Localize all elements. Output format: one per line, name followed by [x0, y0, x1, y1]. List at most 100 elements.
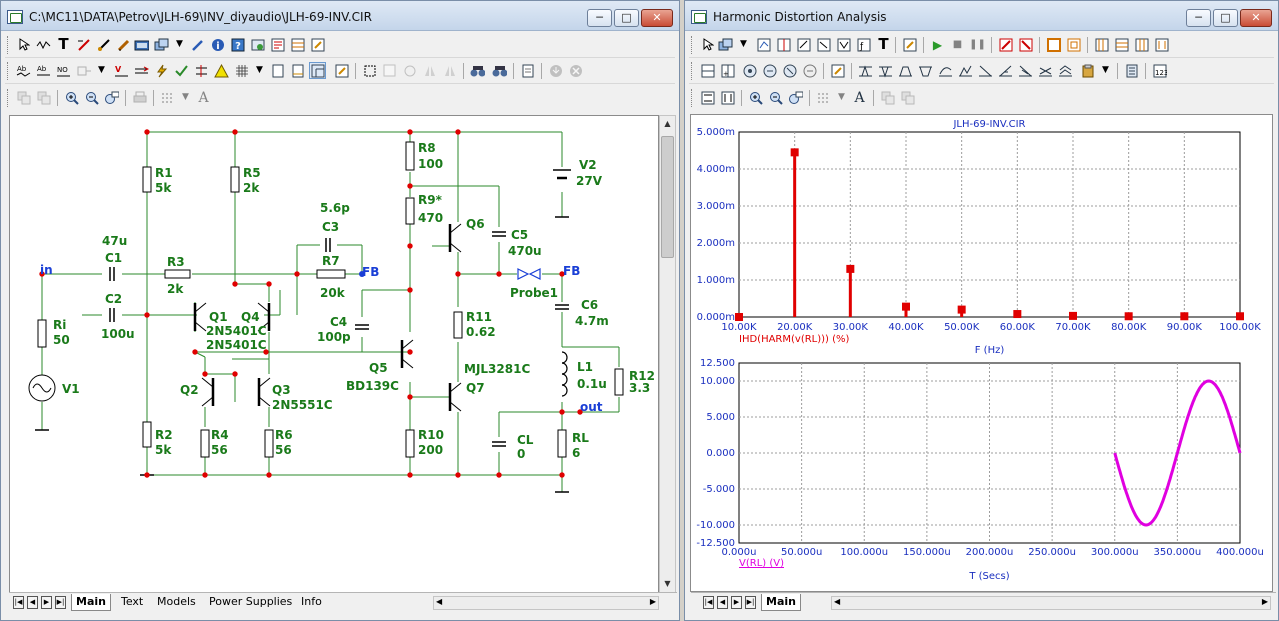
schematic-vertical-scrollbar[interactable]: ▲ ▼ — [659, 115, 676, 593]
point-tag-icon[interactable] — [795, 36, 812, 53]
grid-layout-icon[interactable] — [815, 89, 832, 106]
schematic-horizontal-scrollbar[interactable]: ◀ ▶ — [433, 596, 659, 610]
scale-icon[interactable] — [741, 62, 758, 79]
flip-icon[interactable] — [441, 62, 458, 79]
properties-icon[interactable] — [901, 36, 918, 53]
paste-icon[interactable] — [899, 89, 916, 106]
title-block-icon[interactable] — [309, 62, 326, 79]
minimize-button[interactable]: ─ — [587, 9, 612, 27]
numbers-icon[interactable]: 123 — [1151, 62, 1168, 79]
properties-icon[interactable] — [249, 36, 266, 53]
fit-width-icon[interactable] — [699, 89, 716, 106]
cursor-mode-icon[interactable] — [775, 36, 792, 53]
currents-icon[interactable] — [133, 62, 150, 79]
analysis-horizontal-scrollbar[interactable]: ◀ ▶ — [831, 596, 1271, 610]
dropdown-arrow-2-icon[interactable]: ▼ — [1102, 65, 1109, 75]
numeric-output-icon[interactable] — [1093, 36, 1110, 53]
scrollbar-thumb[interactable] — [661, 136, 674, 258]
dropdown-arrow-2-icon[interactable]: ▼ — [98, 65, 105, 75]
maximize-button[interactable]: □ — [614, 9, 639, 27]
grid-icon[interactable] — [233, 62, 250, 79]
page-icon[interactable] — [269, 62, 286, 79]
select-mode-icon[interactable] — [15, 36, 32, 53]
next-tab-button[interactable]: ▶ — [41, 596, 52, 609]
maximize-button[interactable]: □ — [1213, 9, 1238, 27]
global-low-icon[interactable] — [977, 62, 994, 79]
curve-icon[interactable] — [1057, 62, 1074, 79]
condition-icon[interactable] — [173, 62, 190, 79]
waveform-output-icon[interactable] — [1133, 36, 1150, 53]
node-voltages-icon[interactable]: V — [113, 62, 130, 79]
show-properties-icon[interactable] — [333, 62, 350, 79]
zoom-out-icon[interactable] — [83, 89, 100, 106]
dropdown-arrow-3-icon[interactable]: ▼ — [838, 92, 845, 102]
table-output-icon[interactable] — [1113, 36, 1130, 53]
cancel-simulation-icon[interactable] — [567, 62, 584, 79]
run-icon[interactable]: ▶ — [932, 37, 943, 52]
box-icon[interactable] — [381, 62, 398, 79]
dropdown-arrow-icon[interactable]: ▼ — [176, 39, 183, 49]
text-mode-icon[interactable]: T — [878, 35, 889, 53]
grid-text-icon[interactable] — [289, 36, 306, 53]
tab-main[interactable]: Main — [761, 594, 801, 611]
page-border-icon[interactable] — [289, 62, 306, 79]
zoom-out-icon[interactable] — [767, 89, 784, 106]
info-icon[interactable]: i — [209, 36, 226, 53]
paste-icon[interactable] — [35, 89, 52, 106]
tile-plots-icon[interactable]: + — [719, 62, 736, 79]
global-high-icon[interactable] — [957, 62, 974, 79]
rotate-icon[interactable] — [401, 62, 418, 79]
stop-icon[interactable]: ■ — [952, 38, 963, 50]
redraw-icon[interactable] — [519, 62, 536, 79]
zoom-fit-icon[interactable] — [103, 89, 120, 106]
prev-tab-button[interactable]: ◀ — [717, 596, 728, 609]
tab-models[interactable]: Models — [157, 595, 196, 608]
warning-icon[interactable] — [213, 62, 230, 79]
scale-mode-icon[interactable] — [755, 36, 772, 53]
fit-height-icon[interactable] — [719, 89, 736, 106]
find-next-icon[interactable] — [491, 62, 508, 79]
font-icon[interactable]: A — [198, 89, 209, 106]
minimize-button[interactable]: ─ — [1186, 9, 1211, 27]
tab-info[interactable]: Info — [301, 595, 322, 608]
vertical-tag-icon[interactable] — [835, 36, 852, 53]
tab-main[interactable]: Main — [71, 594, 111, 611]
horizontal-tag-icon[interactable] — [815, 36, 832, 53]
component-browser-icon[interactable] — [133, 36, 150, 53]
zoom-in-icon[interactable] — [63, 89, 80, 106]
print-icon[interactable] — [131, 89, 148, 106]
stop-simulation-icon[interactable] — [547, 62, 564, 79]
baseline-icon[interactable] — [801, 62, 818, 79]
dropdown-arrow-icon[interactable]: ▼ — [740, 39, 747, 49]
animate-icon[interactable] — [1017, 36, 1034, 53]
stack-plots-icon[interactable] — [699, 62, 716, 79]
select-mode-icon[interactable] — [699, 36, 716, 53]
watch-icon[interactable] — [1153, 36, 1170, 53]
dropdown-arrow-3-icon[interactable]: ▼ — [256, 65, 263, 75]
copy-plot-icon[interactable] — [717, 36, 734, 53]
tokens-icon[interactable] — [1123, 62, 1140, 79]
copy-icon[interactable] — [879, 89, 896, 106]
flag-icon[interactable] — [189, 36, 206, 53]
grid-text-2-icon[interactable]: Ab — [35, 62, 52, 79]
node-numbers-icon[interactable]: NO — [55, 62, 72, 79]
close-button[interactable]: ✕ — [1240, 9, 1272, 27]
find-icon[interactable] — [469, 62, 486, 79]
mirror-icon[interactable] — [421, 62, 438, 79]
edit-plot-icon[interactable] — [829, 62, 846, 79]
pan-icon[interactable] — [781, 62, 798, 79]
last-tab-button[interactable]: ▶| — [55, 596, 66, 609]
text-mode-icon[interactable]: T — [58, 35, 69, 53]
select-region-icon[interactable] — [361, 62, 378, 79]
copy-component-icon[interactable] — [153, 36, 170, 53]
power-icon[interactable] — [153, 62, 170, 79]
close-button[interactable]: ✕ — [641, 9, 673, 27]
zoom-in-icon[interactable] — [747, 89, 764, 106]
valley-icon[interactable] — [877, 62, 894, 79]
tab-text[interactable]: Text — [121, 595, 144, 608]
pencil-icon[interactable] — [115, 36, 132, 53]
pause-icon[interactable]: ❚❚ — [969, 38, 986, 50]
state-variables-icon[interactable] — [1045, 36, 1062, 53]
font-icon[interactable]: A — [854, 89, 865, 106]
